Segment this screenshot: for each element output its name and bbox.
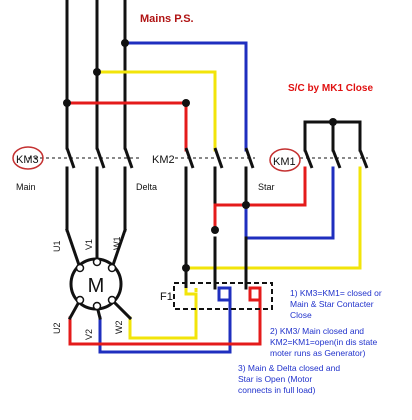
caption-star: Star	[258, 182, 275, 192]
junction-dot	[329, 118, 337, 126]
yellow-supply-wire	[95, 70, 217, 152]
junction-dot	[242, 201, 250, 209]
terminal-label-v1: V1	[84, 239, 94, 250]
km3-badge	[12, 146, 44, 170]
terminal-label-w1: W1	[112, 237, 122, 251]
km2-label: KM2	[152, 154, 175, 166]
mains-title: Mains P.S.	[140, 13, 194, 25]
red-delta-wire	[68, 296, 262, 346]
blue-star-wire	[244, 166, 335, 240]
f1-element-2	[217, 286, 232, 302]
km3-contact	[123, 147, 134, 169]
note-2-line: moter runs as Generator)	[270, 348, 366, 358]
note-3-line: 3) Main & Delta closed and	[238, 363, 340, 373]
f1-element-3	[248, 286, 262, 302]
terminal-label-v2: V2	[84, 329, 94, 340]
motor-label: M	[88, 275, 105, 297]
terminal-w2	[107, 295, 117, 305]
note-1-line: Main & Star Contacter	[290, 299, 374, 309]
note-1-line: Close	[290, 310, 312, 320]
terminal-v1	[92, 257, 102, 267]
junction-dot	[182, 99, 190, 107]
f1-label: F1	[160, 291, 173, 303]
junction-dot	[121, 39, 129, 47]
lead-u1	[65, 228, 82, 270]
yellow-delta-wire	[128, 296, 198, 340]
junction-dots	[63, 39, 337, 272]
note-2-line: KM2=KM1=open(in dis state	[270, 337, 378, 347]
contactor-km2	[175, 147, 255, 169]
km1-contact	[331, 149, 342, 169]
red-star-wire	[213, 166, 307, 232]
junction-dot	[182, 264, 190, 272]
contactor-km1	[269, 148, 369, 172]
km1-label: KM1	[273, 156, 296, 168]
note-1: 1) KM3=KM1= closed or Main & Star Contac…	[290, 288, 382, 320]
junction-dot	[93, 68, 101, 76]
note-2-line: 2) KM3/ Main closed and	[270, 326, 364, 336]
terminal-label-u1: U1	[52, 240, 62, 252]
lead-w1	[110, 228, 127, 270]
caption-main: Main	[16, 182, 36, 192]
junction-dot	[211, 226, 219, 234]
yellow-star-wire	[184, 166, 362, 270]
note-3: 3) Main & Delta closed and Star is Open …	[238, 363, 340, 395]
km1-badge	[269, 148, 301, 172]
note-2: 2) KM3/ Main closed and KM2=KM1=open(in …	[270, 326, 378, 358]
caption-delta: Delta	[136, 182, 157, 192]
terminal-label-u2: U2	[52, 322, 62, 334]
terminal-label-w2: W2	[114, 321, 124, 335]
overload-relay-f1	[173, 282, 273, 310]
blue-supply-wire	[123, 41, 248, 152]
note-1-line: 1) KM3=KM1= closed or	[290, 288, 382, 298]
junction-dot	[63, 99, 71, 107]
terminal-v2	[92, 301, 102, 311]
blue-delta-wire	[98, 296, 232, 354]
contactor-km3	[12, 146, 140, 170]
motor	[69, 257, 123, 311]
terminal-u2	[75, 295, 85, 305]
f1-element-1	[184, 288, 198, 300]
short-circuit-label: S/C by MK1 Close	[288, 83, 373, 94]
terminal-u1	[75, 263, 85, 273]
note-3-line: Star is Open (Motor	[238, 374, 312, 384]
note-3-line: connects in full load)	[238, 385, 316, 395]
km1-contact	[303, 149, 314, 169]
f1-housing	[173, 282, 273, 310]
km3-label: KM3	[16, 154, 39, 166]
terminal-w1	[107, 263, 117, 273]
km1-contact	[358, 149, 369, 169]
